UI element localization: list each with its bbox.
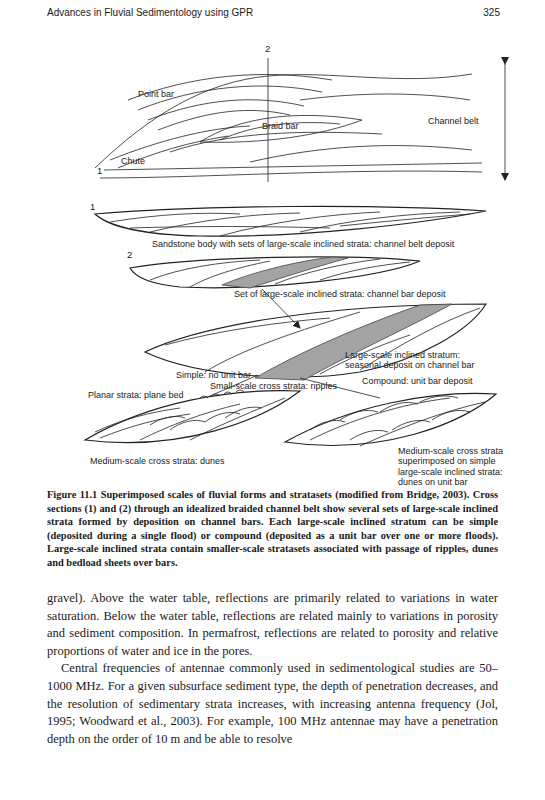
cross-strata (150, 407, 262, 430)
feature-label: Channel belt (428, 116, 479, 126)
braid-bar-outline (200, 115, 362, 142)
channel-belt-arrow (505, 64, 506, 180)
feature-label: Point bar (138, 89, 174, 99)
running-head: Advances in Fluvial Sedimentology using … (47, 7, 253, 19)
inclined-strata (190, 261, 270, 287)
section-number: 2 (265, 44, 270, 55)
inclined-strata (150, 260, 260, 280)
feature-label: Set of large-scale inclined strata: chan… (234, 289, 446, 299)
feature-label: Sandstone body with sets of large-scale … (152, 239, 454, 249)
inclined-strata (110, 213, 240, 222)
compound-stratum-detail (285, 393, 496, 445)
inclined-strata (220, 212, 380, 236)
bar-accretion (170, 132, 382, 152)
inclined-strata (275, 259, 380, 284)
belt-margin (95, 74, 472, 168)
section-line-1 (104, 163, 482, 170)
chute-channel (110, 126, 250, 160)
feature-label: Planar strata: plane bed (88, 390, 184, 400)
body-paragraph: gravel). Above the water table, reflecti… (47, 590, 498, 660)
channel-bar-set (130, 257, 420, 288)
feature-label: Chute (121, 156, 145, 166)
section-number: 2 (127, 250, 132, 261)
page-number: 325 (470, 7, 500, 19)
feature-label: Simple: no unit bar (176, 370, 251, 380)
unit-bar-boundary (310, 398, 450, 440)
unit-bar-boundary (360, 402, 485, 446)
sandstone-body (95, 206, 486, 236)
section-line-2 (268, 58, 269, 182)
planar-strata (95, 408, 180, 432)
inclined-strata (320, 262, 410, 280)
feature-label: Small-scale cross strata: ripples (210, 381, 337, 391)
bar-accretion (300, 94, 470, 100)
inclined-strata (165, 318, 330, 345)
bar-accretion (250, 146, 472, 162)
body-paragraph: Central frequencies of antennae commonly… (47, 660, 498, 748)
inclined-strata (150, 213, 300, 232)
cross-strata (310, 396, 458, 430)
feature-label: Braid bar (262, 121, 299, 131)
inclined-strata (205, 312, 360, 372)
feature-label: Compound: unit bar deposit (362, 376, 473, 386)
inclined-strata (340, 214, 470, 226)
body-text: gravel). Above the water table, reflecti… (47, 590, 498, 748)
cross-strata (350, 410, 470, 440)
belt-margin (100, 171, 482, 178)
ripple-symbols (200, 390, 244, 398)
feature-label: Medium-scale cross strata superimposed o… (398, 446, 514, 487)
point-bar-accretion (138, 86, 322, 110)
chute-channel (118, 136, 228, 168)
dune-set-boundary (190, 398, 285, 440)
inclined-strata (130, 227, 330, 229)
figure-caption: Figure 11.1 Superimposed scales of fluvi… (47, 488, 498, 570)
section-number: 1 (90, 202, 95, 213)
feature-label: Large-scale inclined stratum: seasonal d… (345, 350, 483, 371)
section-number: 1 (97, 166, 102, 177)
feature-label: Medium-scale cross strata: dunes (90, 456, 225, 466)
simple-stratum-detail (85, 391, 300, 443)
